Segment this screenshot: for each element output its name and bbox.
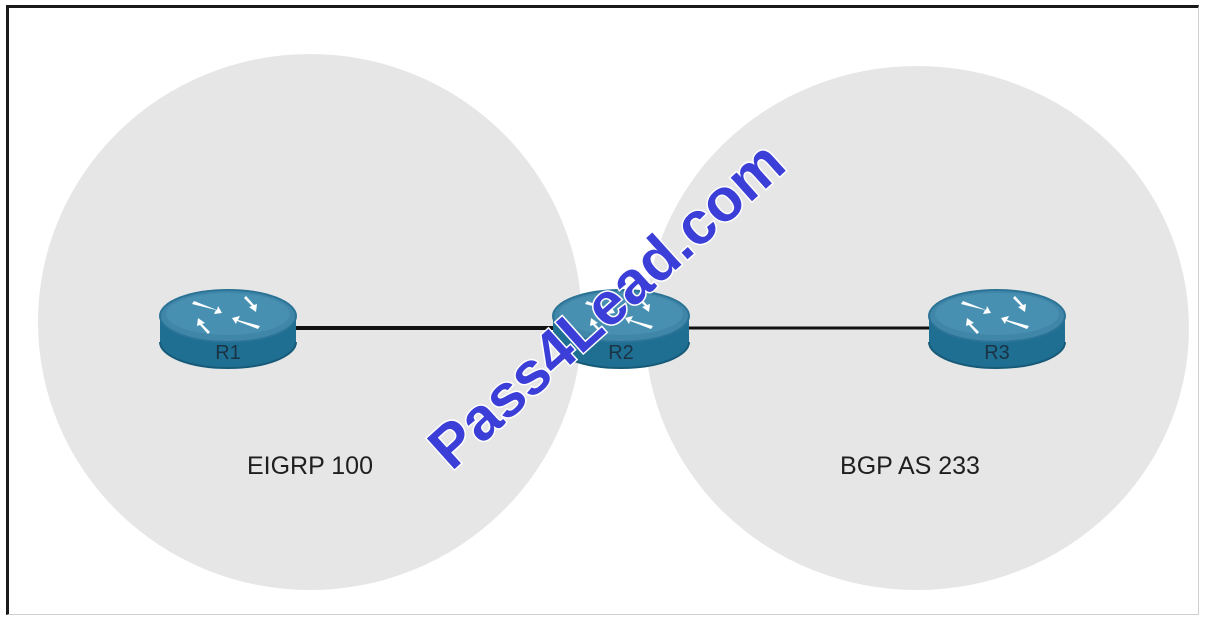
router-r1-label: R1	[215, 342, 241, 364]
router-r2-label: R2	[608, 342, 634, 364]
router-r2: R2	[552, 289, 690, 369]
zone-eigrp-bubble	[38, 54, 582, 590]
router-r1: R1	[159, 289, 297, 369]
zone-bgp-label: BGP AS 233	[840, 452, 980, 480]
router-r3: R3	[928, 289, 1066, 369]
router-r3-label: R3	[984, 342, 1010, 364]
zone-eigrp-label: EIGRP 100	[247, 452, 373, 480]
